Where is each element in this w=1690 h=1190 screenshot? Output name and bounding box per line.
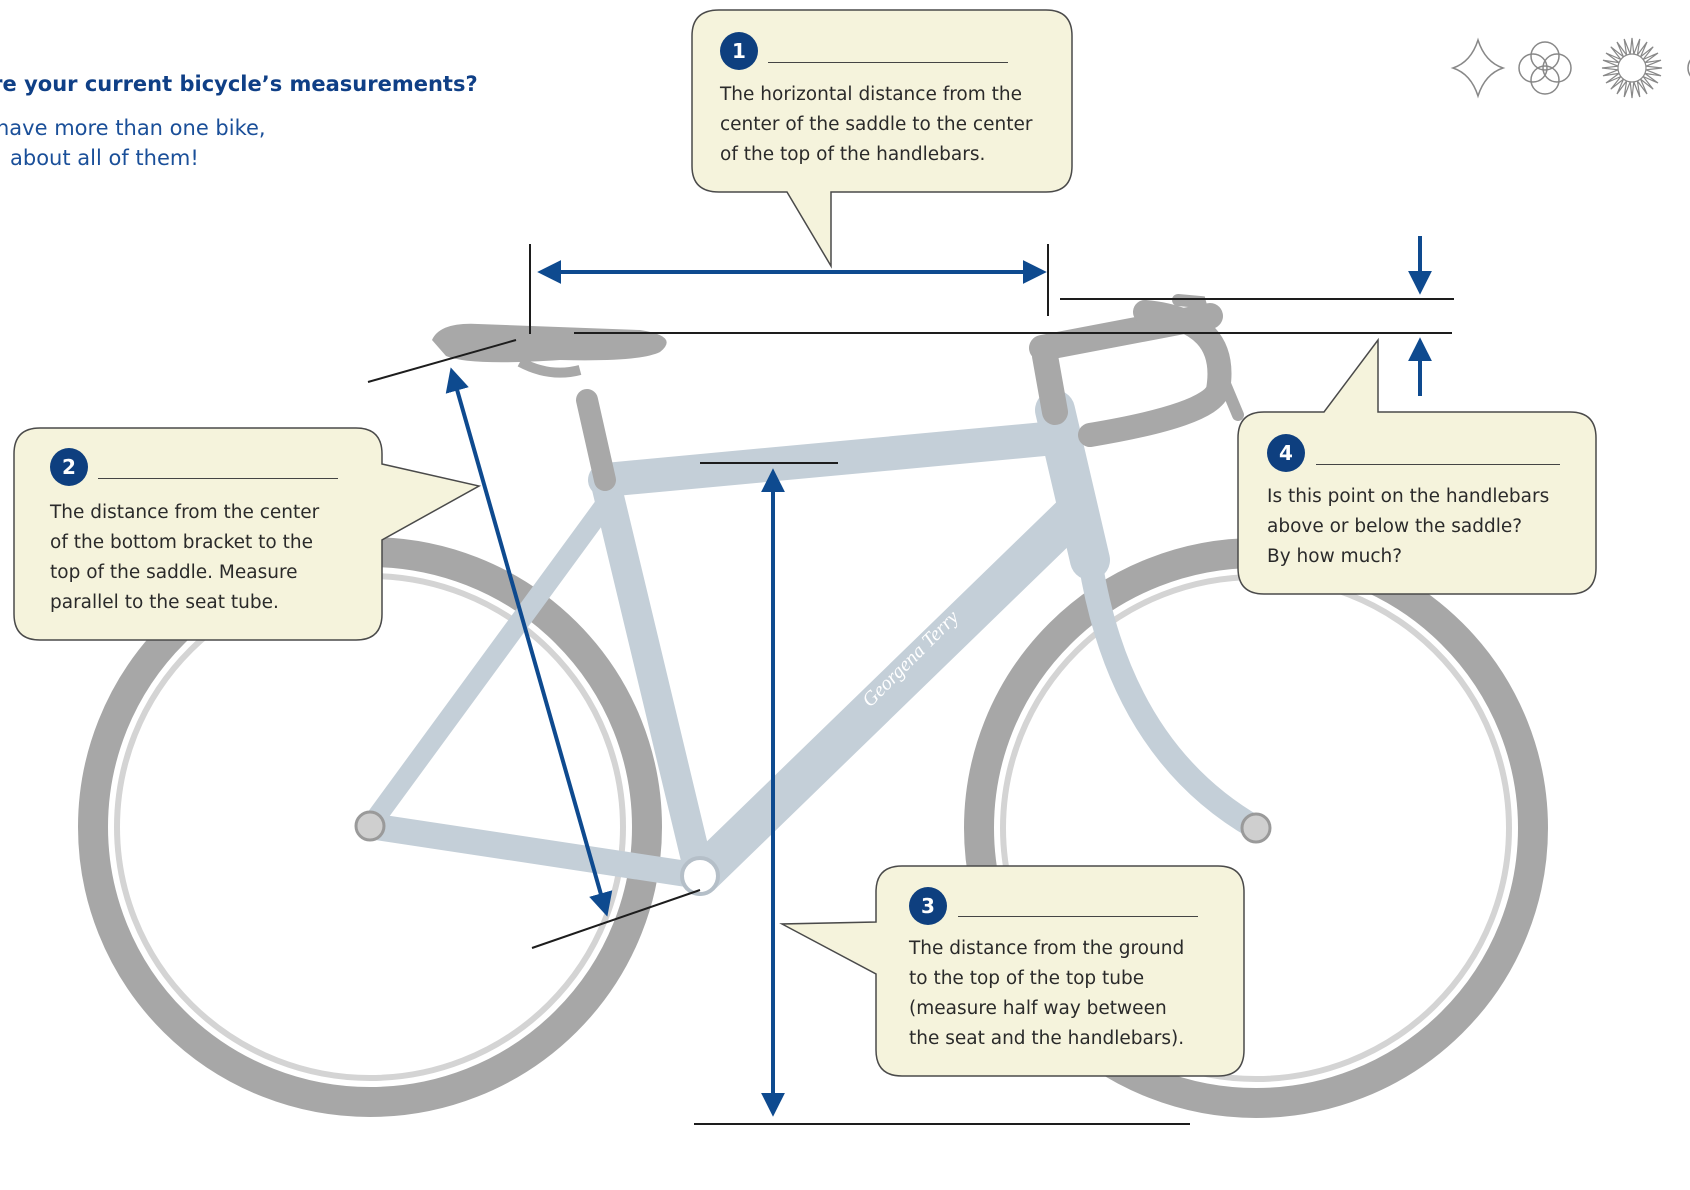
callout-2-answer-line[interactable] (98, 478, 338, 479)
callout-4 (1237, 337, 1597, 595)
callout-2-text: The distance from the center of the bott… (50, 502, 320, 613)
bottom-bracket (680, 856, 720, 896)
front-hub (1240, 812, 1272, 844)
four-point-star-icon (1450, 37, 1506, 99)
callout-2-number: 2 (50, 448, 88, 486)
callout-3-text: The distance from the ground to the top … (909, 938, 1185, 1049)
callout-4-text: Is this point on the handlebars above or… (1267, 486, 1550, 567)
starburst-icon (1601, 37, 1663, 99)
rear-hub (354, 810, 386, 842)
quatrefoil-icon (1518, 41, 1572, 95)
callout-1-number: 1 (720, 32, 758, 70)
callout-3-number: 3 (909, 887, 947, 925)
callout-1-text: The horizontal distance from the center … (720, 84, 1033, 165)
callout-4-answer-line[interactable] (1316, 464, 1560, 465)
callout-2 (13, 427, 482, 641)
callout-1 (691, 9, 1073, 269)
seat-height-arrow (445, 367, 613, 917)
callout-3-answer-line[interactable] (958, 916, 1198, 917)
circle-icon (1687, 59, 1690, 77)
callout-1-answer-line[interactable] (768, 62, 1008, 63)
saddle (432, 323, 667, 378)
callout-3 (779, 865, 1245, 1077)
measurement-lines (367, 244, 1454, 1125)
page-note-line2: about all of them! (10, 146, 199, 170)
page-note-line1: have more than one bike, (0, 116, 266, 140)
callout-4-number: 4 (1267, 434, 1305, 472)
measurement-arrows (445, 236, 1432, 1117)
page-question: are your current bicycle’s measurements? (0, 72, 478, 96)
